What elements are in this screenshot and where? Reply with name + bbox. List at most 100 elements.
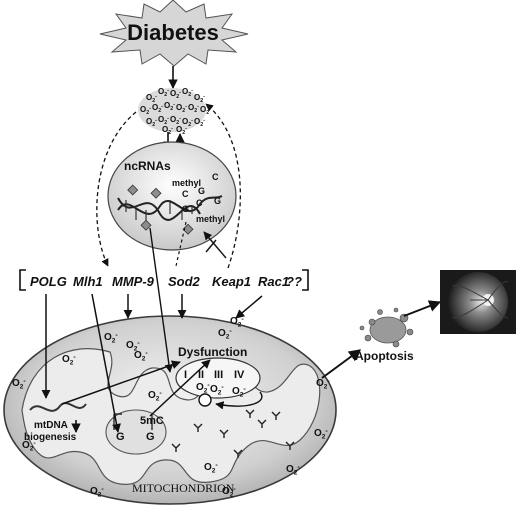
g-letter-right: G (146, 431, 155, 443)
dna-helix-strand-2 (117, 197, 201, 221)
ros-cloud (138, 88, 206, 132)
crista-mark-8 (233, 449, 243, 458)
ros-superoxide-13: O2- (158, 115, 169, 126)
gene-unknown: ?? (286, 274, 302, 289)
superoxide-label-17: O2- (286, 464, 300, 477)
apoptotic-fragment-7 (393, 307, 399, 313)
ros-superoxide-1: O2- (146, 93, 157, 104)
cpg-letter-5: C (196, 198, 203, 208)
diabetes-burst: Diabetes (99, 0, 249, 67)
apoptotic-fragment-8 (359, 325, 365, 331)
apoptotic-fragment-3 (392, 340, 400, 348)
ros-superoxide-3: O2- (170, 89, 181, 100)
crista-mark-7 (285, 441, 295, 450)
gene-bracket: POLG Mlh1 MMP-9 Sod2 Keap1 Rac1 ?? (19, 269, 309, 291)
complex-iv: IV (234, 369, 245, 381)
cpg-letter-4: G (182, 204, 189, 214)
arrow-apoptosis-to-retina (403, 300, 442, 317)
mtdna-label: mtDNA (34, 420, 68, 431)
ros-cluster: O2-O2-O2-O2-O2-O2-O2-O2-O2-O2-O2-O2-O2-O… (138, 87, 211, 136)
arrow-ncrna-to-dysfunction (149, 227, 174, 373)
ros-superoxide-4: O2- (182, 87, 193, 98)
ros-superoxide-15: O2- (182, 117, 193, 128)
gene-polg: POLG (30, 274, 67, 289)
mtdna-helix-icon (29, 402, 87, 412)
superoxide-label-5: O2- (22, 440, 36, 453)
ros-superoxide-5: O2- (194, 93, 205, 104)
cpg-letter-2: G (198, 186, 205, 196)
complex-i: I (184, 369, 187, 381)
superoxide-label-16: O2- (314, 428, 328, 441)
apoptotic-fragment-1 (368, 318, 376, 326)
superoxide-label-4: O2- (12, 378, 26, 391)
g-letter-left: G (116, 431, 125, 443)
apoptotic-fragments (359, 307, 414, 348)
etc-dysfunction: Dysfunction I II III IV (175, 345, 261, 407)
gene-keap1: Keap1 (212, 274, 251, 289)
complex-iii: III (214, 369, 223, 381)
gene-mlh1: Mlh1 (73, 274, 103, 289)
ros-superoxide-6: O2- (140, 105, 151, 116)
apoptosis-label: Apoptosis (355, 349, 414, 363)
gene-sod2: Sod2 (168, 274, 201, 289)
superoxide-label-12: O2- (204, 462, 218, 475)
retina-vessels (451, 281, 509, 319)
apoptotic-cell-icon (369, 316, 407, 344)
matrix-inner-oval (105, 409, 167, 455)
ros-superoxide-12: O2- (146, 117, 157, 128)
retina-disc (448, 272, 508, 332)
arrow-mito-to-apoptosis (321, 349, 361, 379)
ros-superoxide-16: O2- (194, 117, 205, 128)
arrow-mtdna-to-dysfunction (61, 360, 181, 405)
retina-fundus-image (440, 270, 516, 334)
superoxide-label-11: O2- (232, 386, 246, 399)
dashed-arrow-ros-to-genes-left (96, 111, 137, 267)
superoxide-label-7: O2- (218, 328, 232, 341)
apoptotic-fragment-4 (364, 334, 372, 342)
arrow-keap1-rac1-to-etc (235, 295, 263, 319)
complex-ii: II (198, 369, 204, 381)
cpg-letter-3: C (212, 172, 219, 182)
arrow-superoxide-loop (215, 391, 263, 410)
mtdna-block: mtDNA biogenesis (24, 402, 87, 443)
crista-mark-1 (245, 409, 255, 418)
ros-superoxide-18: O2- (176, 125, 187, 136)
cpg-letter-1: C (182, 189, 189, 199)
cpg-letter-6: G (214, 196, 221, 206)
superoxide-label-13: O2- (90, 486, 104, 499)
crista-mark-4 (219, 429, 229, 438)
diabetes-star-shape (99, 0, 249, 67)
methyl-label-top: methyl (172, 178, 201, 188)
superoxide-label-8: O2- (148, 390, 162, 403)
diabetes-label: Diabetes (127, 20, 219, 45)
dysfunction-label: Dysfunction (178, 345, 247, 359)
ncrnas-label: ncRNAs (124, 159, 171, 173)
ros-superoxide-9: O2- (176, 103, 187, 114)
crista-mark-5 (193, 423, 203, 432)
dna-base-pairs (125, 200, 193, 222)
methyl-label-bottom: methyl (196, 214, 225, 224)
arrow-mlh1-to-g (91, 293, 121, 433)
apoptotic-fragment-5 (406, 328, 414, 336)
etc-complex-group (175, 357, 261, 399)
superoxide-label-9: O2- (196, 382, 210, 395)
biogenesis-label: biogenesis (24, 432, 77, 443)
superoxide-label-2: O2- (134, 350, 148, 363)
ros-superoxide-7: O2- (152, 103, 163, 114)
dashed-arrow-genes-to-ros-right (205, 103, 241, 269)
superoxide-label-1: O2- (104, 332, 118, 345)
superoxide-labels: O2-O2-O2-O2-O2-O2-O2-O2-O2-O2-O2-O2-O2-O… (12, 316, 330, 499)
gene-rac1: Rac1 (258, 274, 289, 289)
superoxide-label-6: O2- (230, 316, 244, 329)
mitochondrion-label: MITOCHONDRION (132, 481, 235, 495)
arrow-ncrna-cross-mark (205, 239, 217, 253)
ncrna-sphere: ncRNAs methyl methyl C G C G C G (107, 141, 237, 251)
superoxide-label-3: O2- (62, 354, 76, 367)
arrow-5mc-to-dysfunction (149, 359, 211, 417)
gene-mmp9: MMP-9 (112, 274, 155, 289)
ros-superoxide-17: O2- (162, 125, 173, 136)
dashed-arrow-ncrna-to-sod2 (175, 221, 187, 267)
apoptotic-fragment-6 (377, 309, 383, 315)
ros-superoxide-2: O2- (158, 87, 169, 98)
